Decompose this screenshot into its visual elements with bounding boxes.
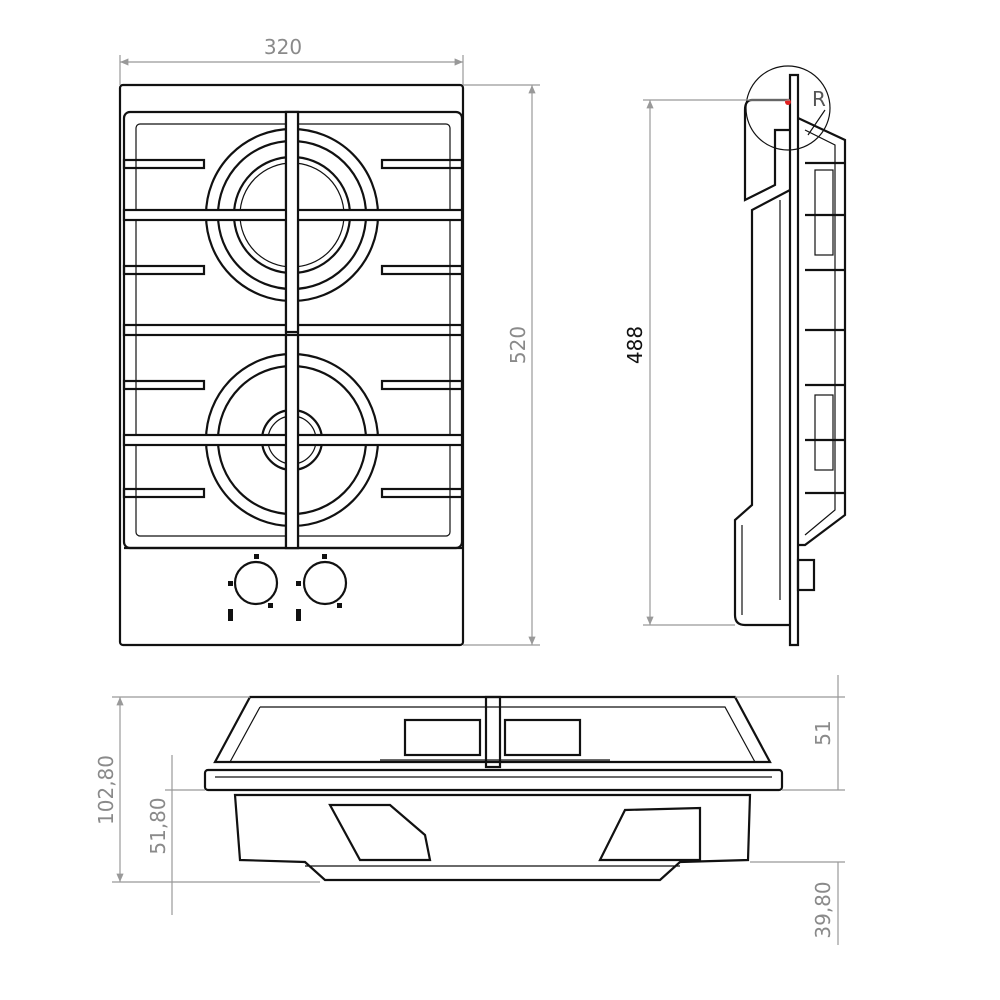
- front-valve-left: [328, 803, 432, 862]
- bottom-label: 39,80: [811, 881, 835, 938]
- dimension-total-height: 102,80: [94, 696, 320, 883]
- dimension-height: 520: [463, 84, 540, 646]
- above-top-label: 51: [811, 720, 835, 745]
- total-height-label: 102,80: [94, 755, 118, 825]
- control-knob-right[interactable]: [296, 554, 348, 621]
- side-grate-fingers: [805, 161, 845, 495]
- width-label: 320: [264, 35, 302, 59]
- side-knob: [796, 558, 816, 592]
- side-top-plate: [788, 73, 800, 647]
- control-knob-left[interactable]: [228, 554, 279, 621]
- side-height-label: 488: [623, 326, 647, 364]
- height-label: 520: [506, 326, 530, 364]
- side-grate: [797, 117, 847, 547]
- grate-fingers: [122, 158, 464, 499]
- front-grate: [213, 695, 772, 764]
- front-view: 102,80 51,80 51 39,80: [94, 675, 845, 945]
- dimension-bottom: 39,80: [750, 861, 845, 945]
- dimension-above-top: 51: [735, 675, 845, 791]
- dimension-below-top: 51,80: [146, 755, 205, 915]
- front-top-plate: [203, 768, 784, 792]
- top-view: 320 520: [118, 35, 540, 647]
- burner-bottom: [122, 333, 464, 550]
- side-body: [733, 189, 791, 627]
- dimension-width: 320: [119, 35, 464, 85]
- front-burners: [380, 718, 610, 761]
- front-valve-right: [598, 806, 702, 862]
- side-view: R 488: [623, 65, 847, 647]
- radius-detail-circle: [745, 65, 831, 151]
- below-top-label: 51,80: [146, 797, 170, 854]
- front-body: [233, 793, 752, 882]
- burner-top: [122, 110, 464, 334]
- radius-label: R: [812, 87, 826, 111]
- dimension-side-height: 488: [623, 99, 790, 626]
- front-grate-center: [484, 695, 502, 769]
